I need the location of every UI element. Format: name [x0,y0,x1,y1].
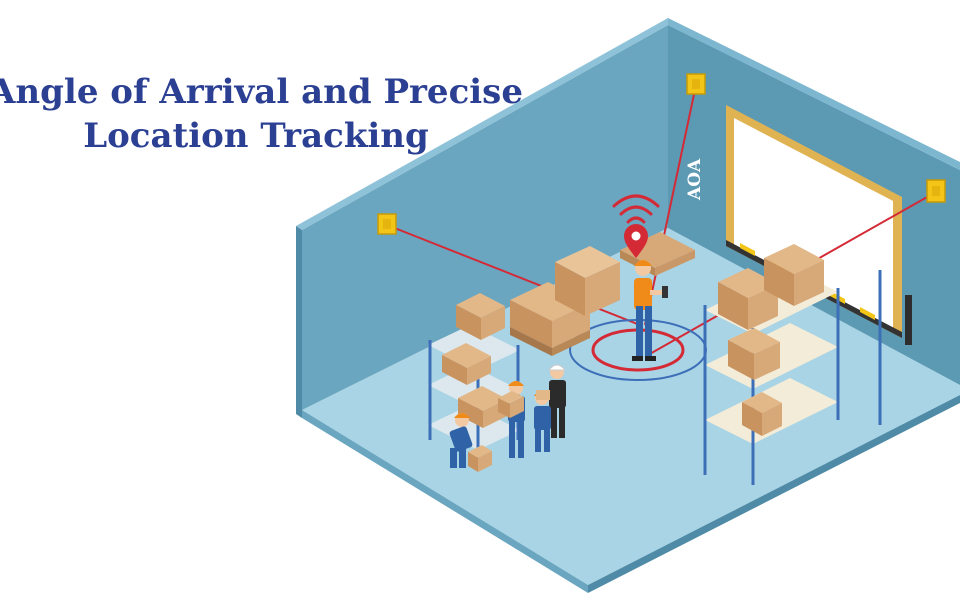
left-wall [302,25,668,410]
wifi-signal-icon [612,194,660,224]
floor-front-edge-right [588,395,960,593]
supervisor [536,364,567,438]
tracked-worker [632,260,668,361]
worker-carrying-box [498,381,525,458]
title-line-1: Angle of Arrival and Precise [0,72,523,112]
floor-front-edge-left [302,410,588,593]
aoa-locator-icon [926,179,946,203]
left-wall-top-edge [296,18,668,230]
right-wall-top-edge [668,18,960,170]
right-shelf [703,244,882,485]
location-pin-icon [624,224,648,258]
aoa-locator-icon [686,73,706,95]
title-line-2: Location Tracking [83,116,429,156]
pallet-stack-center [510,246,620,356]
signal-line-top [644,84,697,326]
aoa-locator-icon [377,213,397,235]
worker-lifting-box [449,413,492,472]
warehouse-floor [302,228,960,585]
diagram-title: Angle of Arrival and Precise Location Tr… [0,70,526,158]
left-wall-end [296,226,302,418]
aoa-wall-label: AOA [685,158,705,201]
